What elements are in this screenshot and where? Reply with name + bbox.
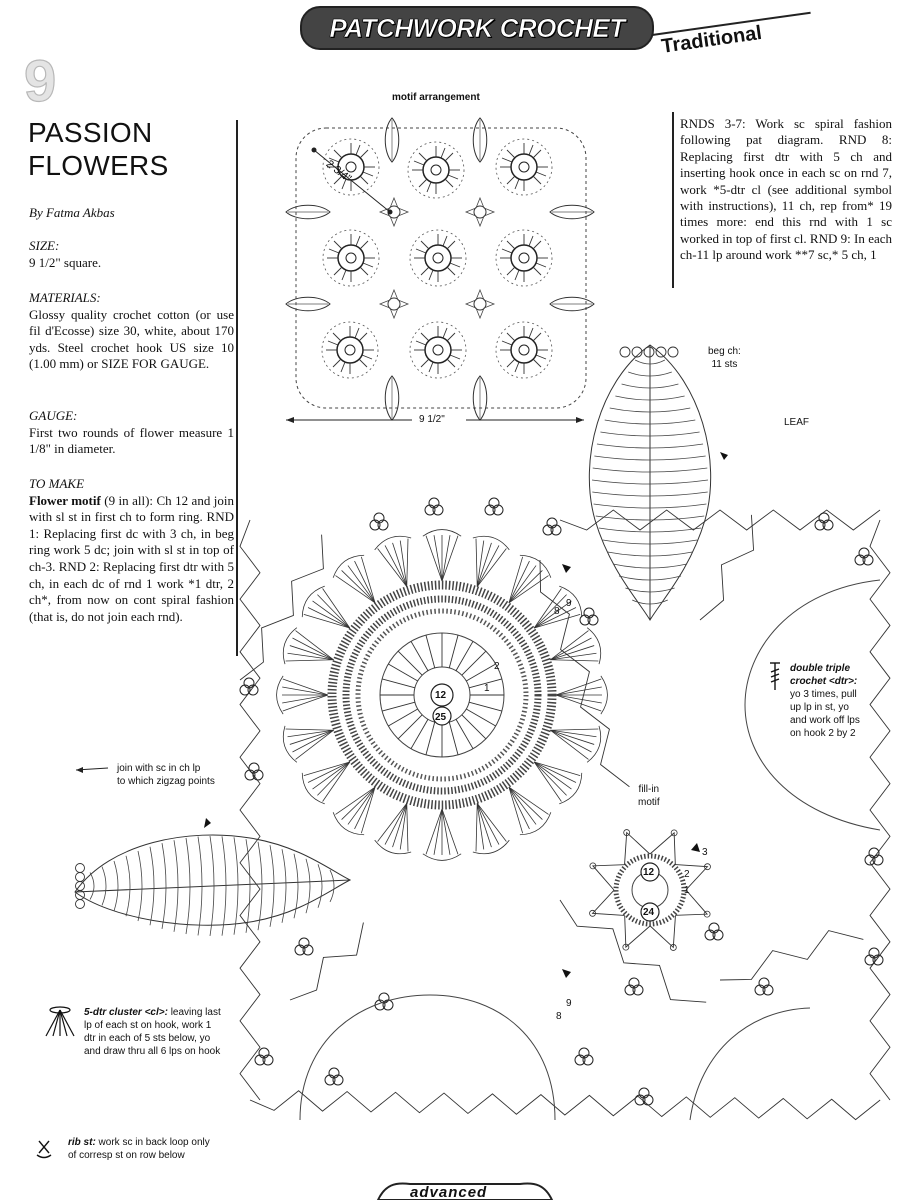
materials-section: MATERIALS: Glossy quality crochet cotton… — [29, 290, 234, 373]
rib-legend: rib st: work sc in back loop only of cor… — [68, 1136, 210, 1162]
chain-network — [239, 497, 891, 1121]
join-arrow-icon — [75, 767, 109, 773]
rnd-label: 9 — [566, 998, 572, 1009]
pattern-number: 9 — [23, 48, 57, 114]
byline: By Fatma Akbas — [29, 205, 115, 220]
left-column-rule — [236, 120, 238, 656]
gauge-section: GAUGE: First two rounds of flower measur… — [29, 408, 234, 458]
flower-heading: Flower motif — [29, 492, 101, 508]
flower-rnd25-label: 25 — [435, 712, 447, 723]
rnd-marker-icon — [691, 843, 700, 852]
right-column-rule — [672, 112, 674, 288]
beg-ch-label: beg ch: 11 sts — [708, 346, 741, 370]
gauge-text: First two rounds of flower measure 1 1/8… — [29, 424, 234, 457]
leaf-label: LEAF — [784, 417, 810, 428]
rnd-label: 8 — [556, 1011, 562, 1022]
partial-flower-bottom — [299, 994, 556, 1121]
to-make-section: TO MAKE Flower motif (9 in all): Ch 12 a… — [29, 476, 234, 625]
partial-flower-right — [744, 579, 881, 831]
rnd-marker-icon — [562, 564, 571, 573]
materials-heading: MATERIALS: — [29, 290, 101, 305]
rib-title: rib st: — [68, 1137, 96, 1148]
arrangement-label: motif arrangement — [392, 92, 480, 103]
size-section: SIZE: 9 1/2" square. — [29, 238, 234, 271]
dtr-title: double triple crochet <dtr>: — [790, 663, 858, 687]
title-line-2: FLOWERS — [28, 150, 169, 181]
materials-text: Glossy quality crochet cotton (or use fi… — [29, 306, 234, 372]
rnd-label: 1 — [484, 683, 490, 694]
main-flower — [276, 529, 608, 861]
size-text: 9 1/2" square. — [29, 254, 102, 270]
join-label: join with sc in ch lp to which zigzag po… — [117, 763, 215, 787]
footer-badge — [376, 1182, 554, 1200]
flower-center-label: 12 — [435, 690, 447, 701]
fill-in-motif — [589, 829, 711, 951]
dtr-symbol-icon — [770, 662, 780, 690]
rnd-label: 3 — [702, 847, 708, 858]
pattern-title: PASSION FLOWERS — [28, 116, 169, 182]
right-column-text: RNDS 3-7: Work sc spiral fashion followi… — [680, 116, 892, 263]
flower-instructions: Flower motif (9 in all): Ch 12 and join … — [29, 493, 234, 626]
rnd-label: 1 — [684, 885, 690, 896]
leaf-top — [588, 344, 728, 621]
rnd-label: 2 — [494, 661, 500, 672]
rib-st-symbol-icon — [36, 1140, 52, 1159]
cl-title: 5-dtr cluster <cl>: — [84, 1007, 168, 1018]
partial-flower-bottom-right — [689, 1007, 811, 1121]
fill-center-label: 12 — [643, 867, 655, 878]
size-heading: SIZE: — [29, 238, 60, 253]
footer-level: advanced — [410, 1184, 488, 1201]
cl-text: leaving last lp of each st on hook, work… — [84, 1007, 221, 1057]
banner-title: PATCHWORK CROCHET — [329, 12, 625, 43]
fill-rnd24-label: 24 — [643, 907, 655, 918]
cluster-symbol-icon — [45, 1006, 75, 1037]
dim-width: 9 1/2" — [419, 414, 445, 425]
header-banner: PATCHWORK CROCHET — [300, 6, 654, 50]
motif-arrangement — [285, 117, 595, 423]
rnd-label: 9 — [566, 598, 572, 609]
dtr-text: yo 3 times, pull up lp in st, yo and wor… — [790, 689, 860, 739]
leaf-left — [74, 818, 352, 937]
rib-text: work sc in back loop only of corresp st … — [68, 1137, 210, 1161]
rnd-label: 8 — [554, 606, 560, 617]
gauge-heading: GAUGE: — [29, 408, 78, 423]
cl-legend: 5-dtr cluster <cl>: leaving last lp of e… — [84, 1006, 221, 1058]
rnd-label: 2 — [684, 869, 690, 880]
flower-text: (9 in all): Ch 12 and join with sl st in… — [29, 492, 234, 624]
to-make-heading: TO MAKE — [29, 476, 85, 491]
rnd-marker-icon — [562, 969, 571, 978]
title-line-1: PASSION — [28, 117, 153, 148]
fill-in-label: fill-in motif — [638, 784, 660, 808]
dtr-legend: double triple crochet <dtr>:yo 3 times, … — [790, 662, 860, 740]
